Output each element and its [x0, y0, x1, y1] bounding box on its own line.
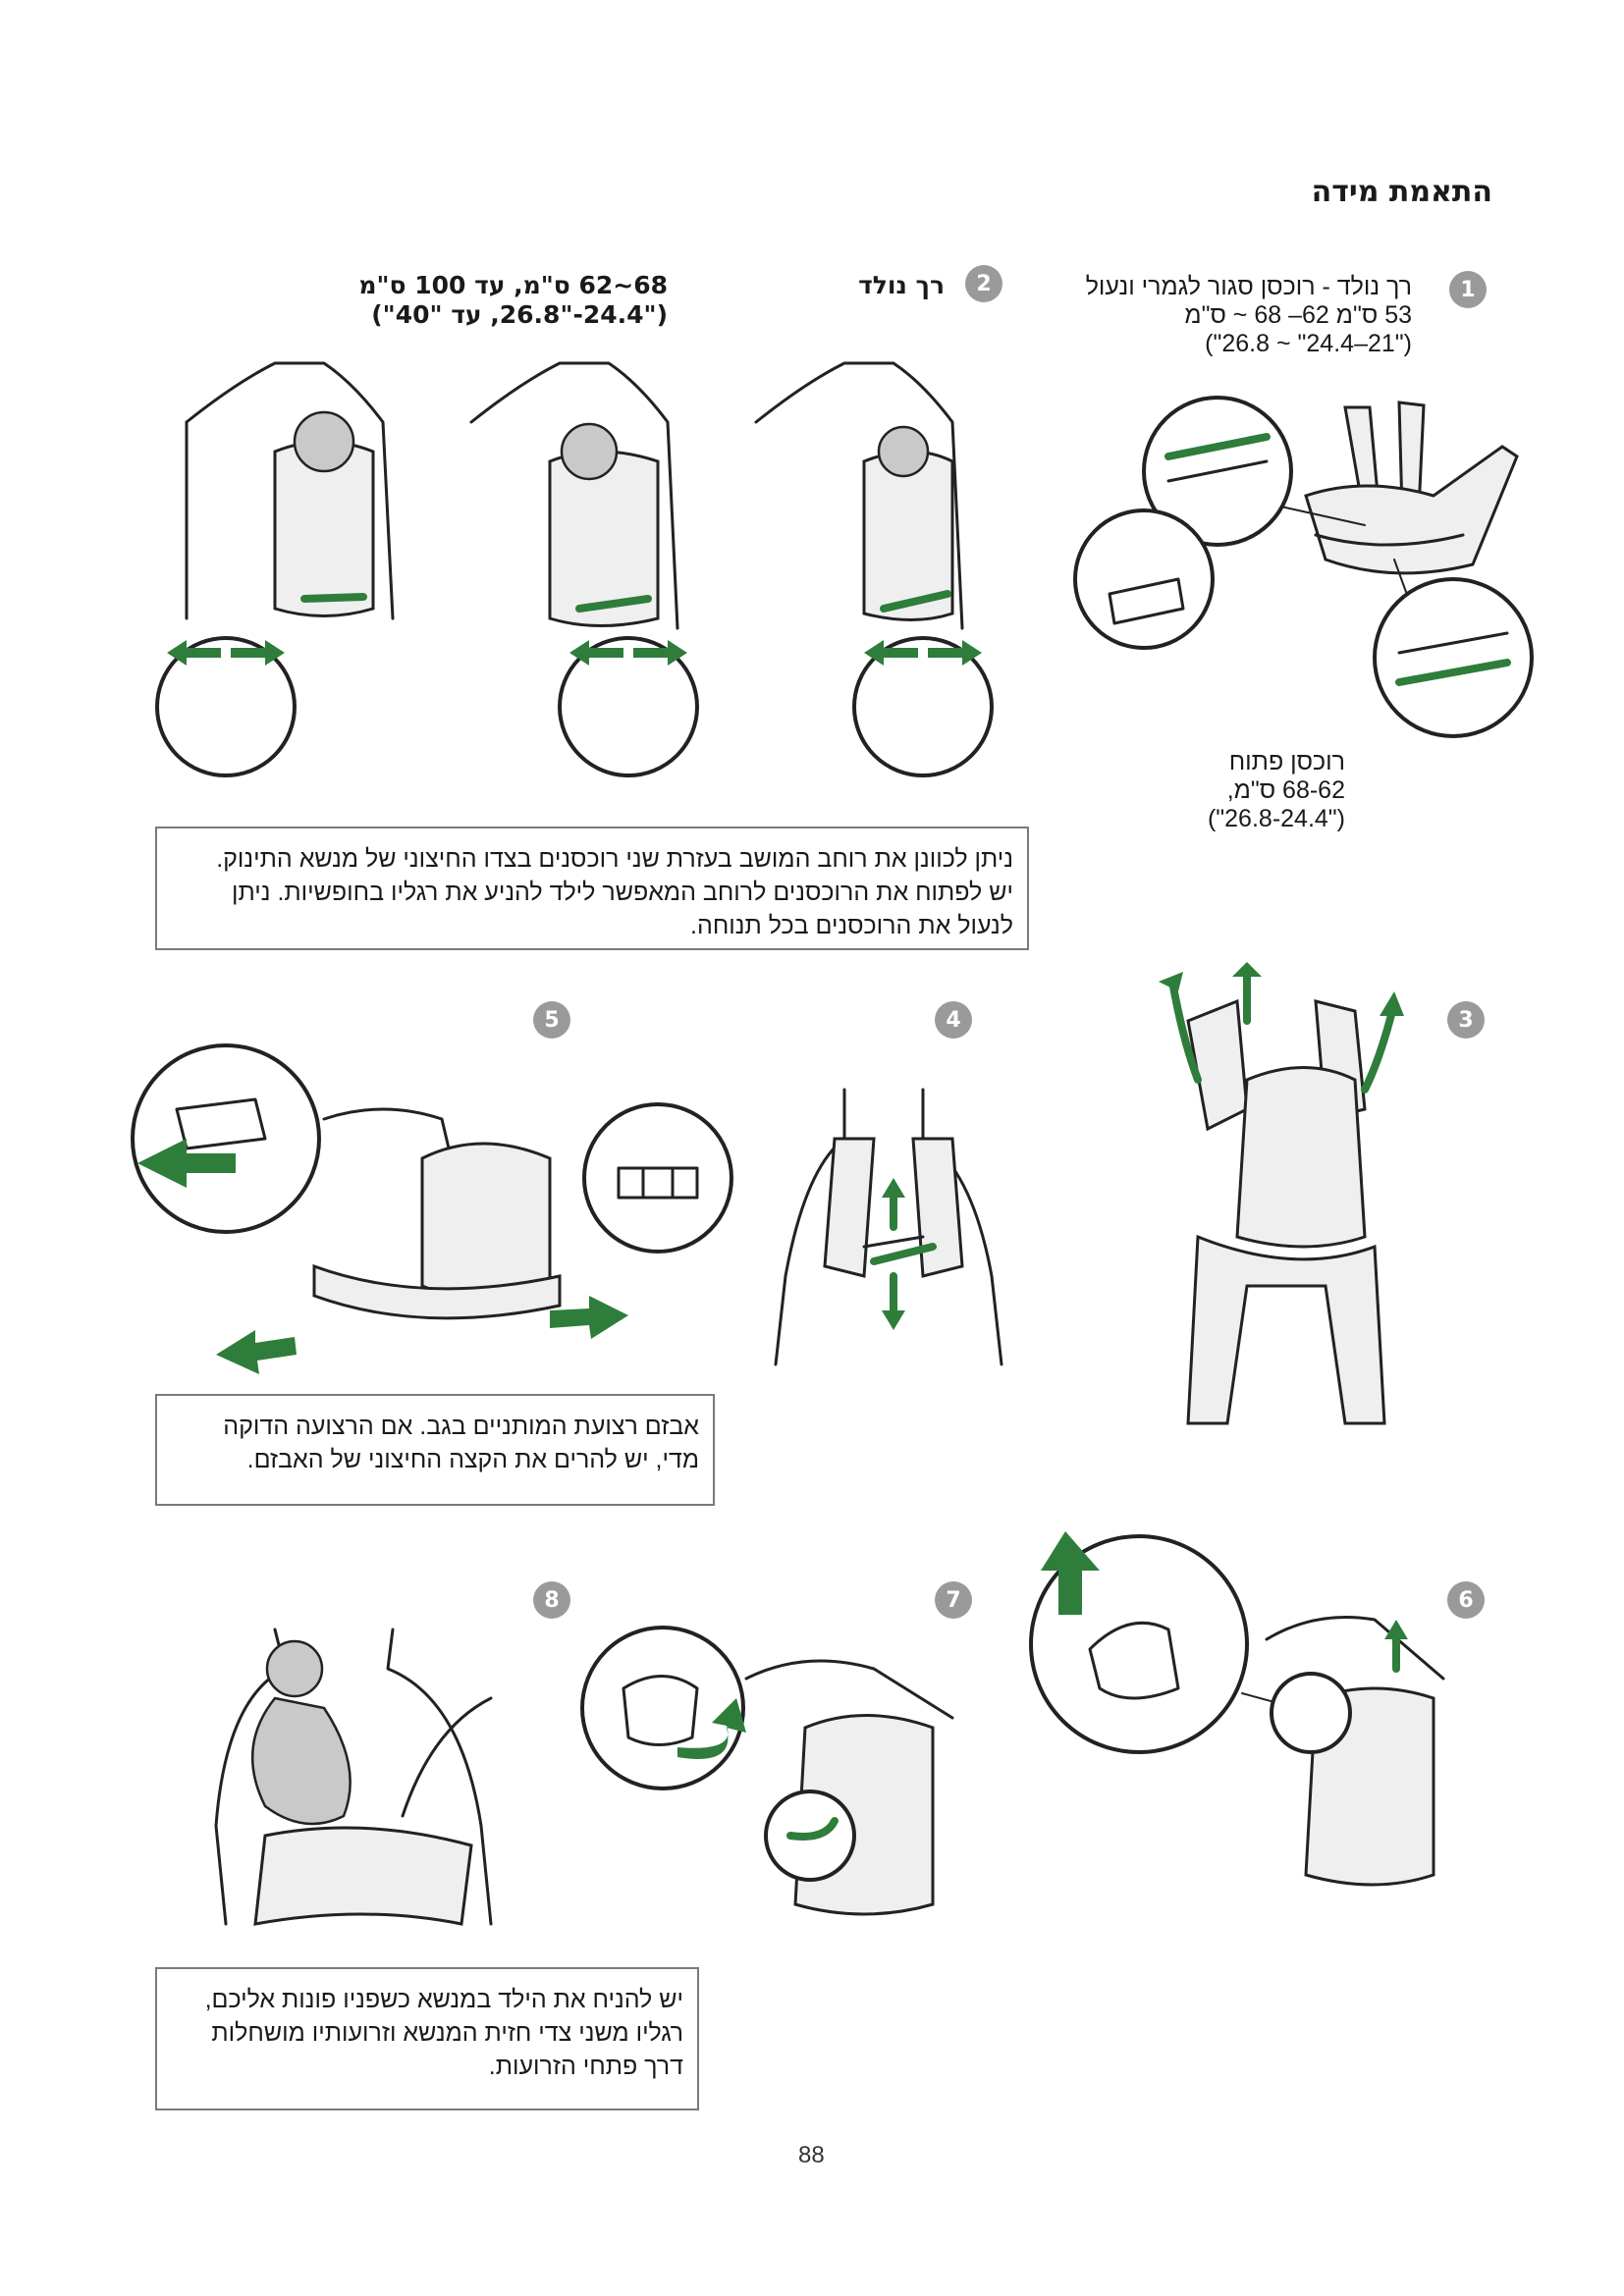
step-5-badge: 5: [533, 1001, 570, 1039]
info-box-waist-belt: אבזם רצועת המותניים בגב. אם הרצועה הדוקה…: [155, 1394, 715, 1506]
info-box-line: מדי, יש להרים את הקצה החיצוני של האבזם.: [246, 1446, 699, 1473]
zipper-closeup-press: [1073, 508, 1215, 650]
step-1-sub-line: 68-62 ס"מ,: [1226, 776, 1345, 804]
step-1-line: 53 ס"מ 62– 68 ~ ס"מ: [1184, 301, 1412, 329]
figure-medium: [469, 361, 679, 630]
zipper-closeup-bottom: [1373, 577, 1534, 738]
arrow-icon: [231, 640, 285, 666]
arrow-icon: [550, 1296, 628, 1339]
arrow-icon: [167, 640, 221, 666]
arrow-icon: [1380, 991, 1404, 1016]
step-2-size: 68~62 ס"מ, עד 100 ס"מ ("24.4-"26.8, עד "…: [255, 271, 668, 330]
step-2-title: רך נולד: [858, 271, 945, 299]
step-4-badge: 4: [935, 1001, 972, 1039]
step-6-illustration: [1029, 1531, 1445, 1887]
arrow-icon: [1232, 962, 1262, 977]
info-box-line: יש לפתוח את הרוכסנים לרוחב המאפשר לילד ל…: [232, 879, 1013, 906]
shoulder-strap-closeup: [1029, 1534, 1249, 1754]
shoulder-strap-closeup-small: [1270, 1672, 1352, 1754]
info-box-line: רגליו משני צדי חזית המנשא וזרועותיו מושח…: [211, 2019, 683, 2047]
step-1-sub-line: רוכסן פתוח: [1228, 748, 1345, 775]
step-2-badge: 2: [965, 265, 1002, 302]
seat-width-closeup-1: [155, 636, 297, 777]
arrow-icon: [633, 640, 687, 666]
baby-body: [250, 1696, 352, 1826]
step-1-caption: רך נולד - רוכסן סגור לגמרי ונעול 53 ס"מ …: [1000, 273, 1412, 358]
arrow-icon: [864, 640, 918, 666]
step-8-badge: 8: [533, 1581, 570, 1619]
arrow-icon: [216, 1330, 297, 1374]
step-3-illustration: [1159, 962, 1404, 1425]
arrow-icon: [882, 1178, 905, 1198]
info-box-line: אבזם רצועת המותניים בגב. אם הרצועה הדוקה: [223, 1413, 699, 1440]
step-2-size-line: 68~62 ס"מ, עד 100 ס"מ: [358, 271, 668, 299]
arrow-icon: [677, 1698, 746, 1759]
arrow-icon: [882, 1310, 905, 1330]
info-box-placing-child: יש להניח את הילד במנשא כשפניו פונות אליכ…: [155, 1967, 699, 2110]
arrow-icon: [137, 1139, 236, 1188]
step-1-zipper-illustration: [1073, 396, 1534, 738]
step-2-size-illustrations: [155, 361, 994, 777]
info-box-line: לנעול את הרוכסנים בכל תנוחה.: [690, 912, 1013, 939]
buckle-closeup-right: [582, 1102, 733, 1254]
page-title: התאמת מידה: [1311, 175, 1492, 209]
step-3-badge: 3: [1447, 1001, 1485, 1039]
info-box-line: דרך פתחי הזרועות.: [488, 2053, 683, 2080]
buckle-icon: [617, 1166, 699, 1200]
step-6-badge: 6: [1447, 1581, 1485, 1619]
info-box-seat-width: ניתן לכוונן את רוחב המושב בעזרת שני רוכס…: [155, 827, 1029, 950]
arrow-icon: [1384, 1620, 1408, 1639]
step-1-line: ("21–24.4" ~ 26.8"): [1205, 330, 1412, 357]
step-1-sub-line: ("26.8-24.4"): [1207, 805, 1345, 832]
buckle-closeup-left: [131, 1043, 321, 1234]
step-5-illustration: [131, 1043, 733, 1374]
strap-adjust-closeup: [580, 1626, 745, 1790]
figure-small: [754, 361, 964, 630]
arrow-icon: [569, 640, 623, 666]
step-7-badge: 7: [935, 1581, 972, 1619]
step-1-sub-caption: רוכסן פתוח 68-62 ס"מ, ("26.8-24.4"): [1090, 748, 1345, 833]
info-box-line: ניתן לכוונן את רוחב המושב בעזרת שני רוכס…: [216, 845, 1013, 873]
step-8-illustration: [214, 1628, 493, 1926]
info-box-line: יש להניח את הילד במנשא כשפניו פונות אליכ…: [204, 1986, 683, 2013]
step-4-illustration: [774, 1088, 1003, 1366]
step-2-size-line: ("24.4-"26.8, עד "40"): [371, 300, 668, 329]
seat-width-closeup-3: [852, 636, 994, 777]
step-7-illustration: [580, 1626, 954, 1916]
figure-large: [185, 361, 395, 620]
baby-head: [265, 1639, 324, 1698]
arrow-icon: [1041, 1531, 1100, 1615]
arrow-icon: [928, 640, 982, 666]
page-number: 88: [798, 2142, 825, 2168]
seat-width-closeup-2: [558, 636, 699, 777]
step-1-line: רך נולד - רוכסן סגור לגמרי ונעול: [1085, 273, 1412, 300]
step-1-badge: 1: [1449, 271, 1487, 308]
